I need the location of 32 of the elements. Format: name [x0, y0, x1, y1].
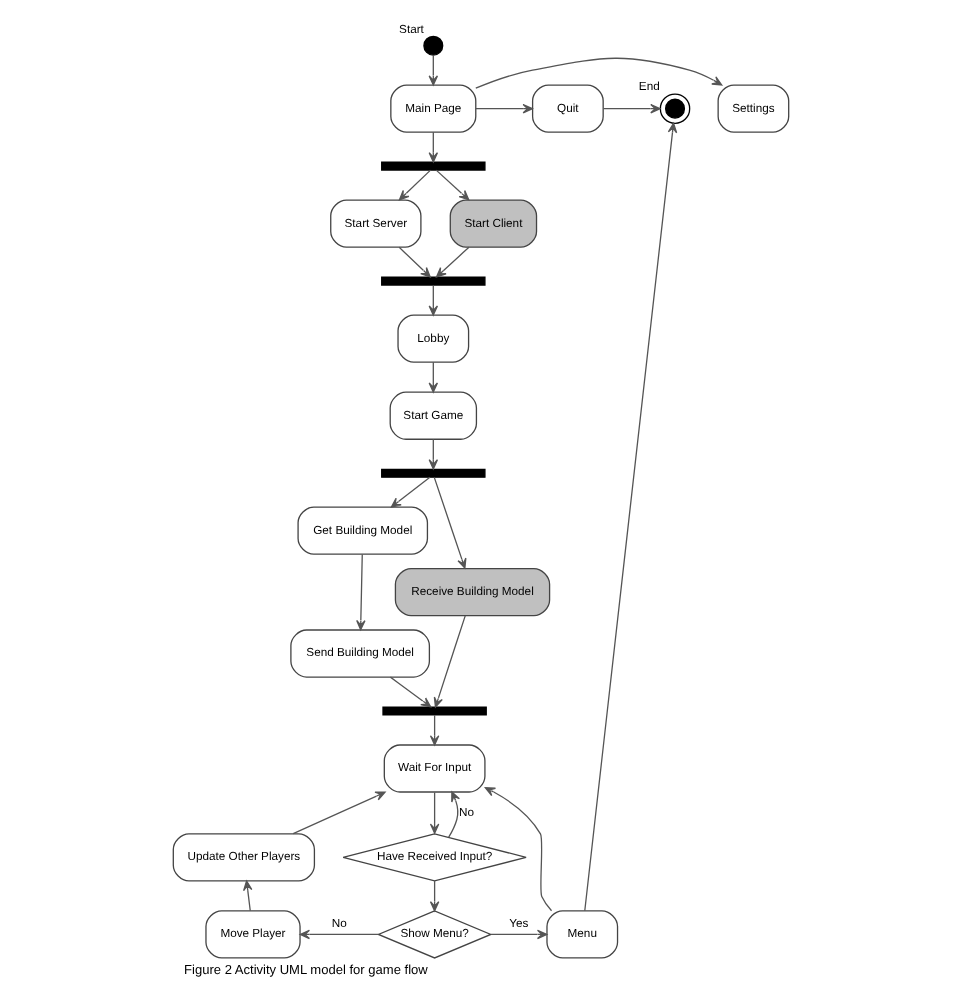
arrow — [432, 475, 466, 568]
arrow — [427, 360, 438, 392]
node-circle — [658, 92, 690, 123]
arrow — [355, 552, 365, 630]
node-bar — [380, 160, 485, 170]
arrow — [241, 879, 252, 911]
arrow — [427, 130, 438, 162]
arrow — [428, 790, 439, 833]
arrow — [389, 475, 430, 507]
arrow — [397, 168, 431, 200]
arrow — [428, 879, 439, 911]
arrow — [601, 102, 660, 113]
arrow — [397, 245, 430, 277]
arrow — [432, 614, 465, 707]
arrow — [298, 928, 379, 939]
arrow — [428, 713, 439, 745]
arrow — [583, 121, 677, 911]
node-bar — [380, 467, 485, 477]
arrow — [427, 437, 438, 469]
arrow — [489, 928, 547, 939]
arrow — [447, 790, 459, 837]
arrow — [434, 245, 469, 277]
arrow — [483, 786, 552, 911]
arrow — [474, 56, 722, 88]
arrow — [427, 53, 438, 85]
node-circle — [422, 34, 443, 55]
arrow — [388, 675, 431, 707]
arrow — [434, 168, 469, 200]
arrow — [427, 283, 438, 315]
arrow — [474, 102, 532, 113]
node-bar — [381, 705, 486, 715]
node-bar — [380, 275, 485, 285]
